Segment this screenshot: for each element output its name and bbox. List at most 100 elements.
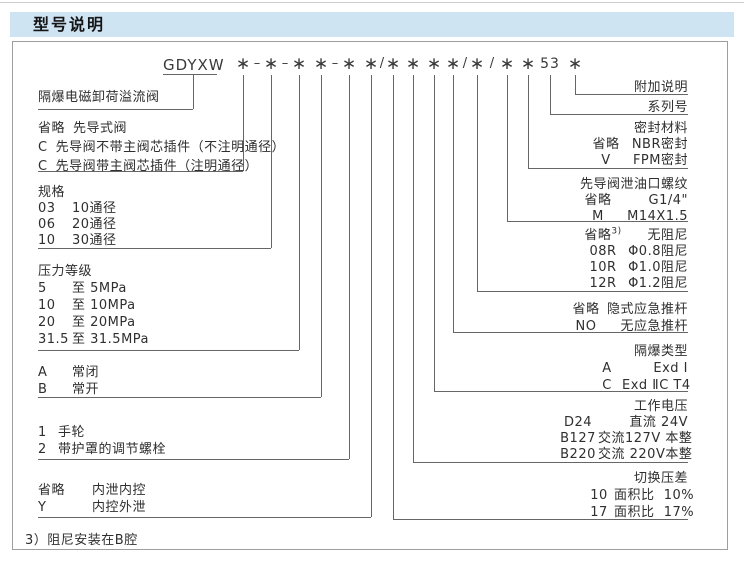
option-description: M14X1.5: [627, 209, 688, 224]
option-description: Φ1.2阻尼: [628, 276, 688, 291]
model-code-star: ∗: [520, 54, 536, 74]
option-description: 10通径: [72, 201, 117, 216]
option-code: D24: [563, 415, 593, 430]
option-code: 12R: [589, 276, 617, 291]
group-header-label: 规格: [38, 185, 66, 200]
option-code: C: [38, 140, 48, 155]
option-description: 30通径: [72, 233, 117, 248]
group-row: 省略隐式应急推杆: [566, 301, 688, 318]
option-code: 5: [38, 281, 47, 296]
option-code: C: [38, 159, 48, 174]
group-header-label: 切换压差: [633, 471, 688, 486]
option-description: NBR密封: [631, 137, 688, 152]
group-row: 附加说明: [634, 80, 688, 96]
footnote-ref: 3): [611, 226, 622, 237]
model-code-slash: /: [489, 56, 495, 71]
model-code-slash: /: [379, 56, 385, 71]
model-code-star: ∗: [363, 54, 379, 74]
option-code: B220: [560, 447, 596, 462]
option-code: B127: [560, 431, 596, 446]
model-code-slash: /: [462, 56, 468, 71]
option-description: 先导阀不带主阀芯插件（不注明通径）: [55, 140, 286, 155]
group-header-label: 隔爆电磁卸荷溢流阀: [38, 90, 160, 105]
model-code-star: ∗: [426, 54, 442, 74]
option-code: NO: [575, 319, 597, 334]
option-code: 1: [38, 425, 47, 440]
option-code: 10: [590, 488, 608, 503]
group-row: 隔爆类型: [592, 343, 688, 360]
option-description: 无应急推杆: [620, 319, 688, 334]
option-description: 常闭: [72, 365, 100, 380]
option-code: 省略: [572, 302, 600, 317]
group-row: 省略 G1/4": [578, 193, 688, 209]
group-row: NO 无应急推杆: [566, 318, 688, 335]
model-code-dash: –: [281, 56, 289, 71]
option-description: 先导式阀: [73, 121, 128, 136]
option-description: 直流 24V: [629, 415, 688, 430]
group-row: 密封材料: [586, 121, 688, 137]
left-group-valve-name: 隔爆电磁卸荷溢流阀: [38, 89, 160, 106]
group-row: C 先导阀不带主阀芯插件（不注明通径）: [38, 138, 285, 157]
model-code-star: ∗: [291, 54, 307, 74]
option-code: M: [592, 209, 604, 224]
group-row: 压力等级: [38, 263, 149, 280]
option-description: Exd ⅡC T4: [622, 378, 691, 393]
option-code: 20: [38, 315, 56, 330]
group-row: 省略3)无阻尼: [580, 226, 688, 244]
model-code-star: ∗: [405, 54, 421, 74]
option-description: FPM密封: [632, 153, 688, 168]
model-code-star: ∗: [385, 54, 401, 74]
group-row: 省略先导式阀: [38, 119, 285, 138]
group-row: C Exd ⅡC T4: [592, 377, 691, 394]
option-code: 省略: [592, 137, 620, 152]
group-header-label: 先导阀泄油口螺纹: [579, 177, 688, 192]
option-code: C: [602, 378, 612, 393]
group-row: 省略 NBR密封: [586, 137, 688, 153]
group-row: 规格: [38, 185, 117, 201]
option-code: 06: [38, 217, 56, 232]
model-code-series: 53: [540, 56, 560, 72]
option-description: Exd Ⅰ: [653, 361, 688, 376]
group-row: M M14X1.5: [578, 209, 688, 225]
group-header-label: 工作电压: [633, 399, 688, 414]
option-description: 面积比 10%: [614, 488, 695, 503]
right-group-additional-notes: 附加说明: [634, 80, 688, 96]
option-code: 2: [38, 442, 47, 457]
group-row: 10 面积比 10%: [584, 487, 695, 504]
option-code: 省略: [38, 121, 66, 136]
option-code: 31.5: [38, 332, 69, 347]
option-description: 先导阀带主阀芯插件（注明通径）: [55, 159, 259, 174]
group-header-label: 隔爆类型: [633, 344, 688, 359]
right-group-pilot-drain-port-thread: 先导阀泄油口螺纹省略 G1/4" M M14X1.5: [578, 177, 688, 225]
option-description: 至 31.5MPa: [72, 332, 150, 347]
group-header-label: 压力等级: [38, 264, 93, 279]
option-description: G1/4": [648, 193, 688, 208]
option-code: 10: [38, 233, 56, 248]
diagram-box: [12, 41, 728, 550]
model-code-star: ∗: [235, 54, 251, 74]
option-code: 10: [38, 298, 56, 313]
group-row: D24 直流 24V: [558, 415, 688, 431]
option-description: 至 5MPa: [72, 281, 127, 296]
right-group-series-number: 系列号: [647, 100, 688, 116]
group-row: 系列号: [647, 100, 688, 116]
option-description: 交流127V 本整: [598, 431, 693, 446]
option-description: 无阻尼: [647, 228, 688, 243]
option-description: 面积比 17%: [614, 505, 695, 520]
option-code: 省略: [584, 193, 612, 208]
